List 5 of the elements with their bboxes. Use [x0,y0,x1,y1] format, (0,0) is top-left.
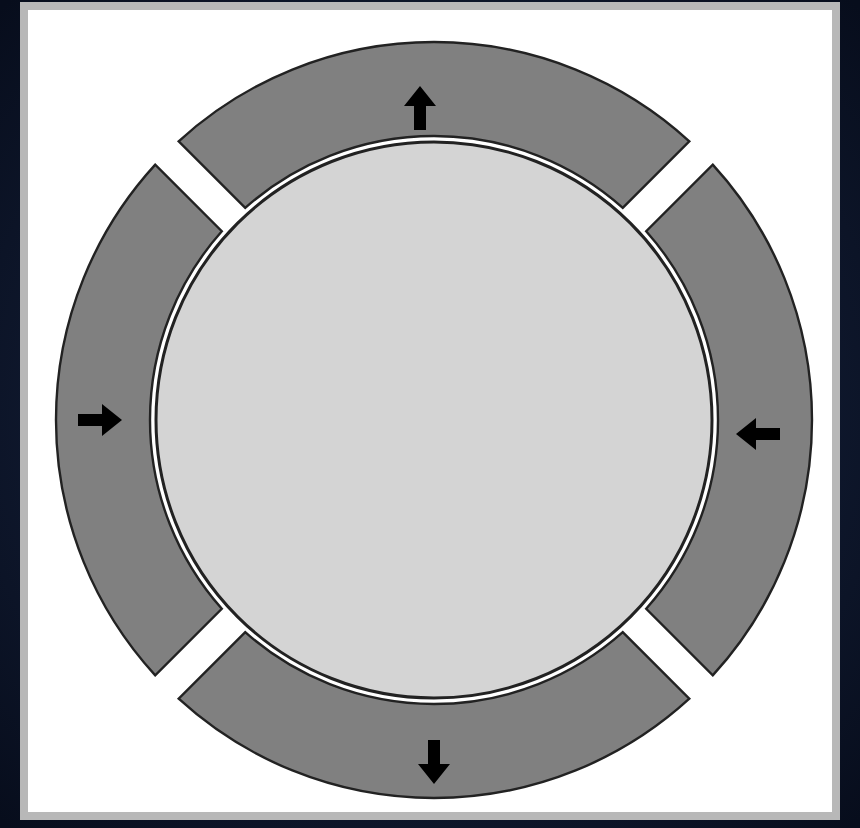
ring-segment [54,163,223,677]
ring-segment [177,630,691,800]
inner-circle [154,140,714,700]
ring-segment [177,40,691,209]
ring-segment [644,163,814,677]
